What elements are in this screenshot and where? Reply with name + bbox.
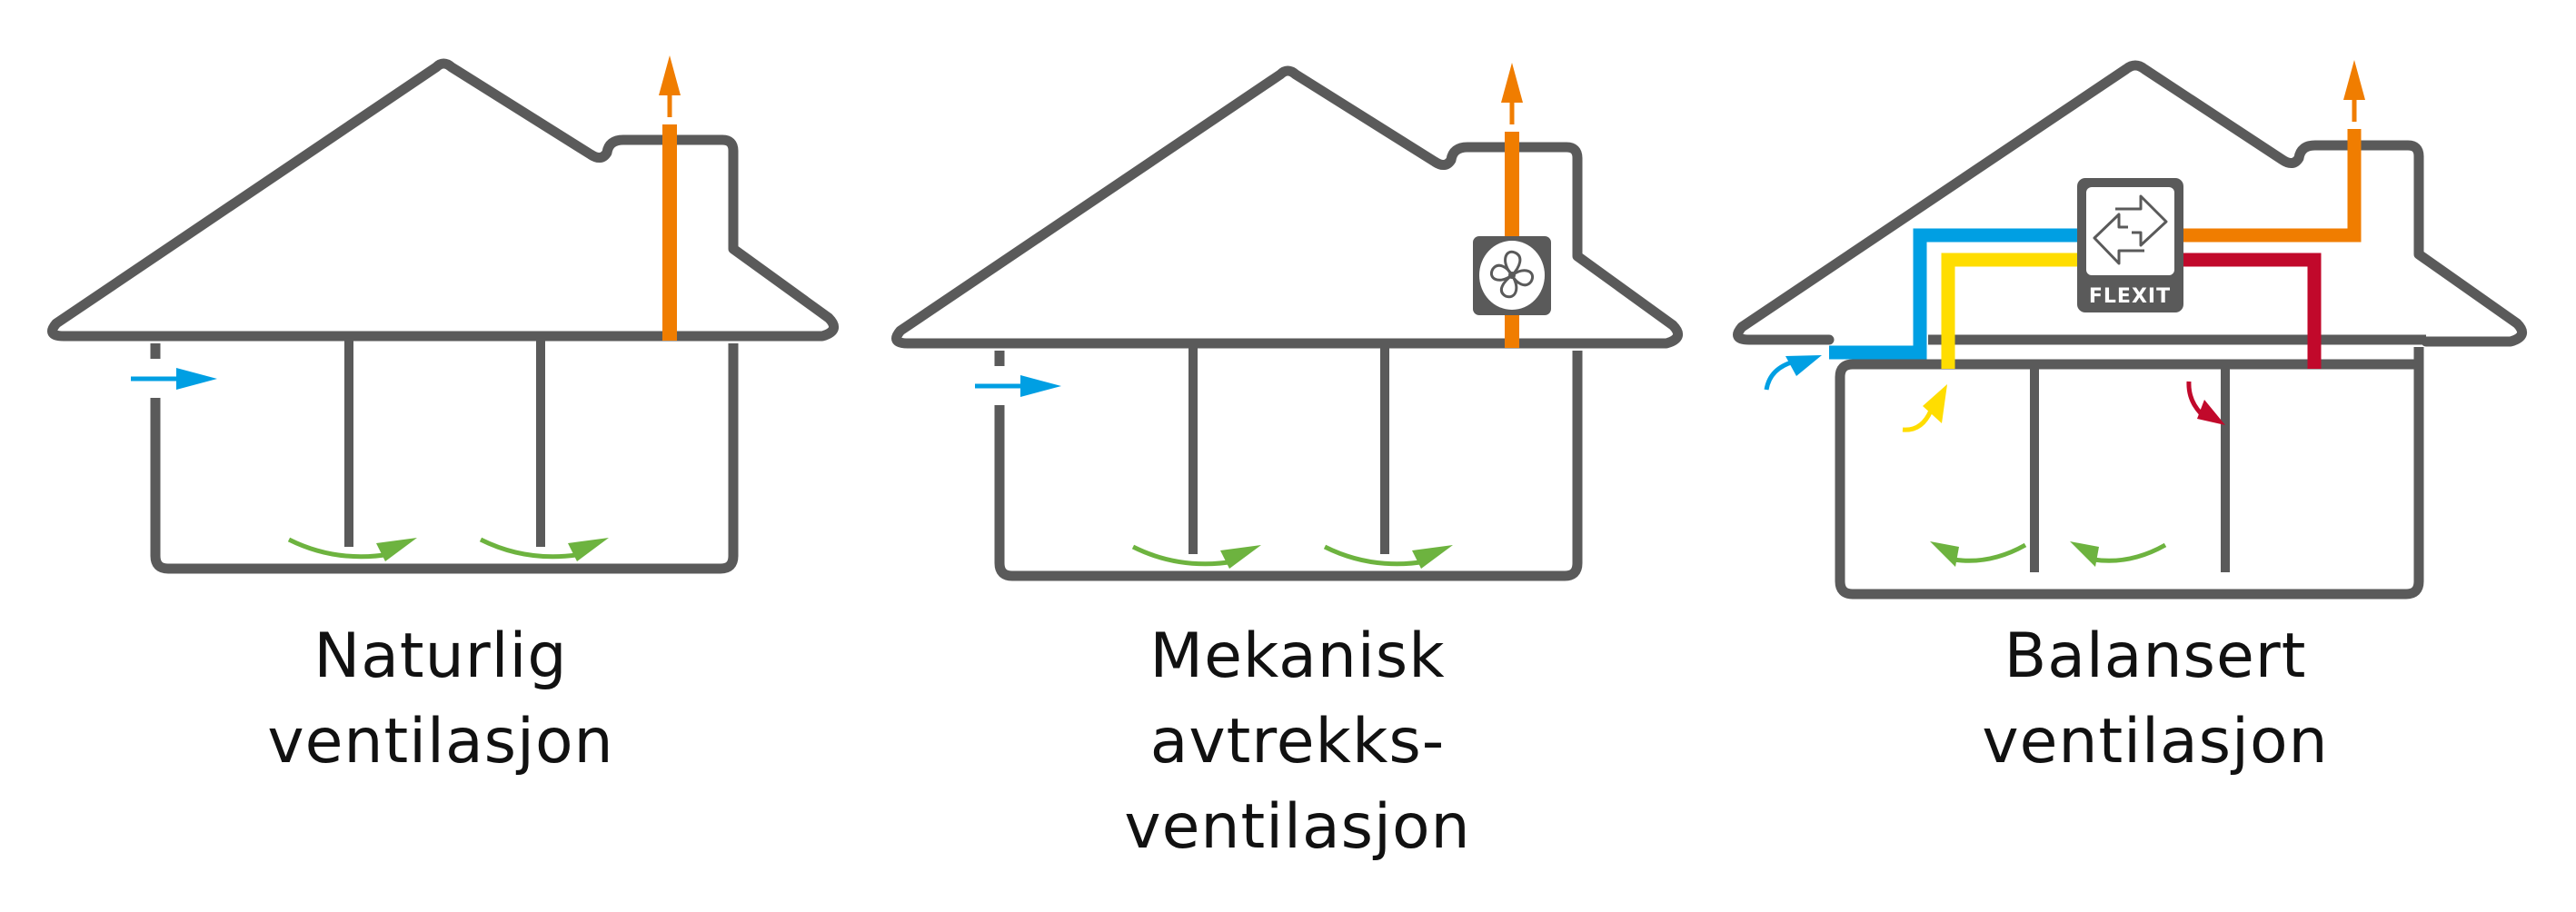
exhaust-up-arrow (659, 55, 681, 117)
flexit-logo: FLEXIT (2089, 285, 2171, 308)
title-line: ventilasjon (267, 706, 614, 778)
house-naturlig (53, 55, 834, 569)
internal-flow-arrows (1930, 541, 2167, 567)
title-line: avtrekks- (1149, 706, 1446, 778)
extract-air-pipe (2181, 253, 2322, 425)
panel-title-naturlig: Naturlig ventilasjon (168, 614, 713, 785)
title-line: Naturlig (313, 620, 568, 692)
exhaust-pipe (2181, 60, 2365, 243)
exhaust-duct (662, 124, 677, 341)
fresh-air-inlet-arrow (131, 368, 217, 390)
title-line: Mekanisk (1149, 620, 1446, 692)
house-mekanisk (897, 63, 1678, 576)
internal-flow-arrows (289, 538, 609, 561)
title-line: ventilasjon (1982, 706, 2329, 778)
internal-flow-arrows (1133, 545, 1453, 569)
title-line: ventilasjon (1124, 791, 1471, 863)
fresh-air-inlet-arrow (975, 375, 1061, 397)
title-line: Balansert (2004, 620, 2307, 692)
panel-title-balansert: Balansert ventilasjon (1883, 614, 2428, 785)
house-balansert: FLEXIT (1733, 60, 2528, 600)
heat-exchanger-icon: FLEXIT (2077, 178, 2183, 312)
exhaust-up-arrow (1501, 63, 1523, 124)
fresh-air-intake-pipe (1764, 228, 2081, 391)
supply-air-pipe (1902, 253, 2081, 432)
fan-icon (1473, 236, 1551, 315)
panel-title-mekanisk: Mekanisk avtrekks- ventilasjon (1025, 614, 1570, 870)
